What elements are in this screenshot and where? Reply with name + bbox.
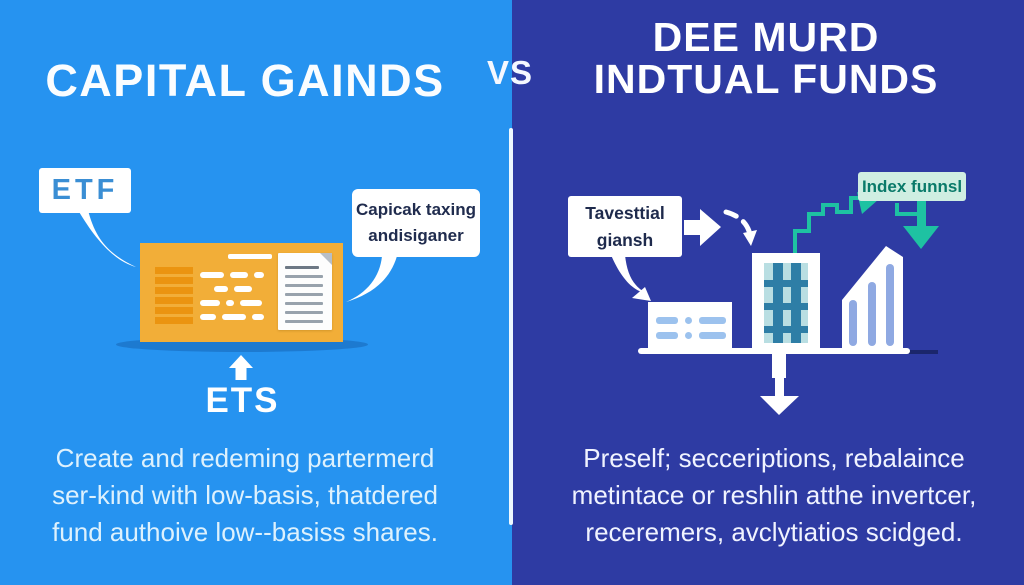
left-title: CAPITAL GAINDS [45, 55, 445, 106]
building-door [772, 354, 786, 378]
ets-label: ETS [205, 381, 280, 420]
card-stripe-list [155, 267, 193, 324]
ground-line [638, 348, 910, 354]
left-desc-line1: Create and redeming partermerd [55, 443, 435, 473]
ground-shadow [908, 350, 938, 354]
tavest-speech-bubble: Tavesttial giansh [568, 196, 682, 257]
left-desc-line2: ser-kind with low-basis, thatdered [52, 479, 438, 510]
right-description: Preself; secceriptions, rebalaince metin… [534, 440, 1014, 551]
capicak-line2: andisiganer [368, 226, 464, 245]
card-title-line [228, 254, 272, 259]
right-title-line2: INDTUAL FUNDS [593, 56, 939, 103]
folded-corner [320, 253, 332, 265]
card-dashed-text [200, 272, 278, 320]
left-desc-line3: fund authoive low--basiss shares. [52, 516, 438, 547]
tavest-line1: Tavesttial [585, 203, 665, 224]
right-desc-line2: metintace or reshlin atthe invertcer, [571, 479, 977, 510]
etf-card [140, 243, 343, 342]
right-desc-line3: receremers, avclytiatios scidged. [585, 516, 963, 547]
right-title-line1: DEE MURD [652, 14, 880, 60]
right-title: DEE MURD INDTUAL FUNDS [522, 14, 1010, 103]
etf-speech-bubble: ETF [39, 168, 131, 213]
capicak-line1: Capicak taxing [356, 199, 476, 219]
divider-line [509, 128, 513, 525]
vs-label: VS [486, 54, 534, 91]
index-funds-tag: Index funnsl [858, 172, 966, 201]
left-description: Create and redeming partermerd ser-kind … [40, 440, 450, 551]
window-building-icon [752, 253, 820, 352]
capicak-speech-bubble: Capicak taxing andisiganer [352, 189, 480, 257]
document-icon [278, 253, 332, 330]
right-desc-line1: Preself; secceriptions, rebalaince [583, 443, 965, 473]
building-window-grid [764, 263, 808, 343]
office-building-icon [648, 302, 732, 352]
index-funds-label: Index funnsl [861, 176, 963, 196]
etf-label: ETF [51, 174, 119, 206]
tavest-line2: giansh [596, 229, 654, 250]
